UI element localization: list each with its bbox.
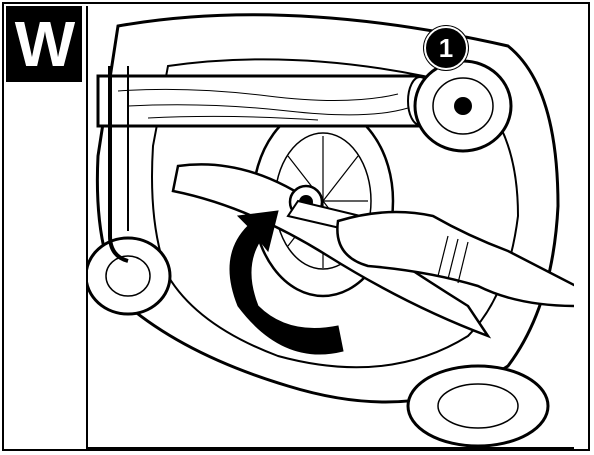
illustration-drawing [88,13,574,447]
wooden-block [96,74,427,128]
step-letter-badge: W [6,6,82,82]
callout-number-badge: 1 [424,26,468,70]
callout-number: 1 [438,32,454,63]
step-letter: W [14,8,75,80]
gloved-hand [336,210,574,308]
mower-blade-illustration [86,6,574,449]
rotation-arrow [229,210,344,355]
wood-grain [117,88,409,121]
handle-frame [108,66,129,263]
glove-cuff-lines [437,235,469,284]
